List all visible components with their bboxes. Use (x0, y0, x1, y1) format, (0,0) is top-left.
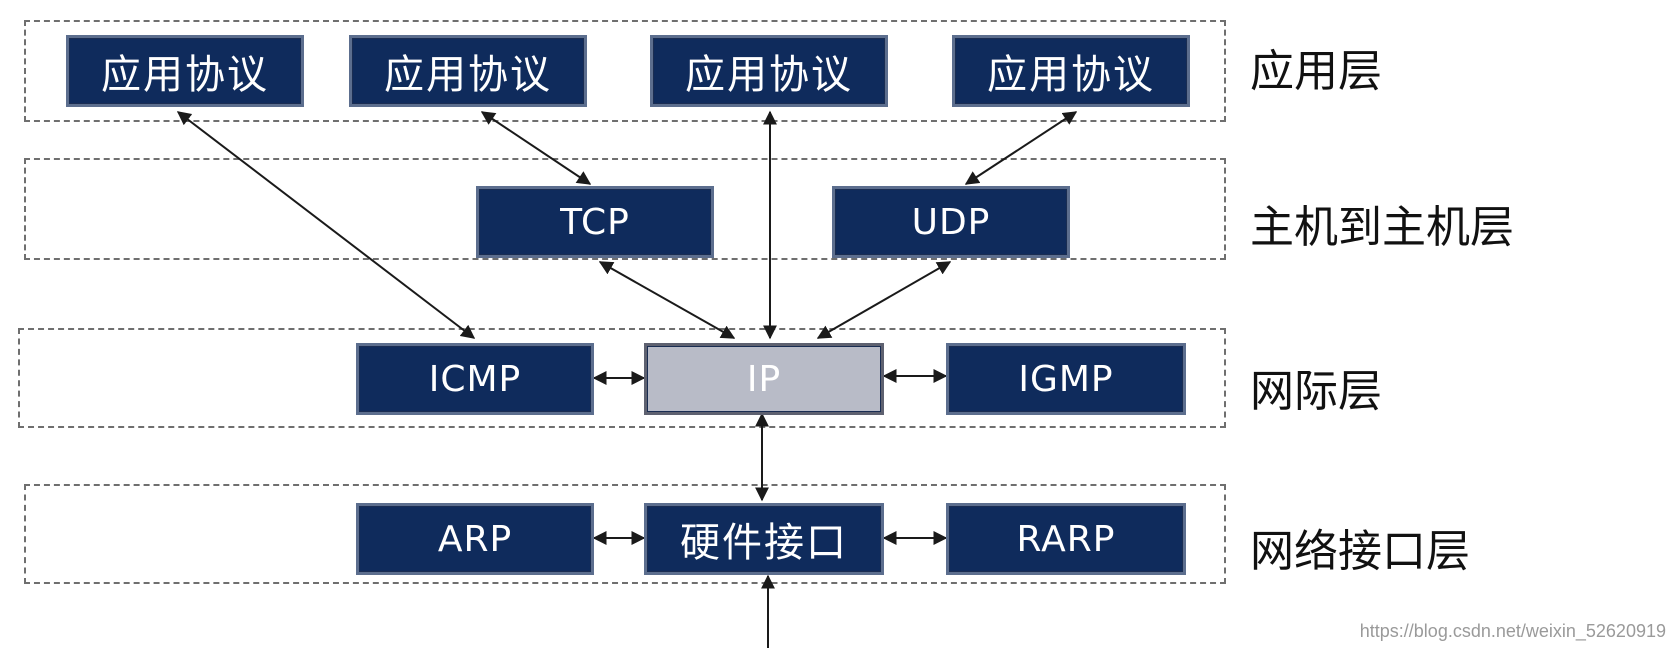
udp-box: UDP (832, 186, 1070, 258)
application-protocol-box-4: 应用协议 (952, 35, 1190, 107)
network-interface-layer-frame (24, 484, 1226, 584)
arrow-app4-udp (964, 111, 1078, 185)
arrow-app2-tcp (480, 111, 592, 185)
application-layer-frame (24, 20, 1226, 122)
icmp-box: ICMP (356, 343, 594, 415)
rarp-box: RARP (946, 503, 1186, 575)
network-interface-layer-label: 网络接口层 (1250, 526, 1470, 577)
source-watermark: https://blog.csdn.net/weixin_52620919 (1359, 621, 1666, 641)
application-protocol-box-2: 应用协议 (349, 35, 587, 107)
tcp-box: TCP (476, 186, 714, 258)
application-protocol-box-1: 应用协议 (66, 35, 304, 107)
igmp-box: IGMP (946, 343, 1186, 415)
arrow-app1-icmp (176, 111, 476, 339)
arrow-udp-ip (816, 261, 952, 339)
application-protocol-box-3: 应用协议 (650, 35, 888, 107)
ip-box: IP (644, 343, 884, 415)
application-layer-label: 应用层 (1250, 46, 1382, 97)
arrow-tcp-ip (598, 261, 736, 339)
host-to-host-layer-label: 主机到主机层 (1250, 202, 1514, 253)
host-to-host-layer-frame (24, 158, 1226, 260)
internet-layer-label: 网际层 (1250, 366, 1382, 417)
hardware-interface-box: 硬件接口 (644, 503, 884, 575)
arp-box: ARP (356, 503, 594, 575)
